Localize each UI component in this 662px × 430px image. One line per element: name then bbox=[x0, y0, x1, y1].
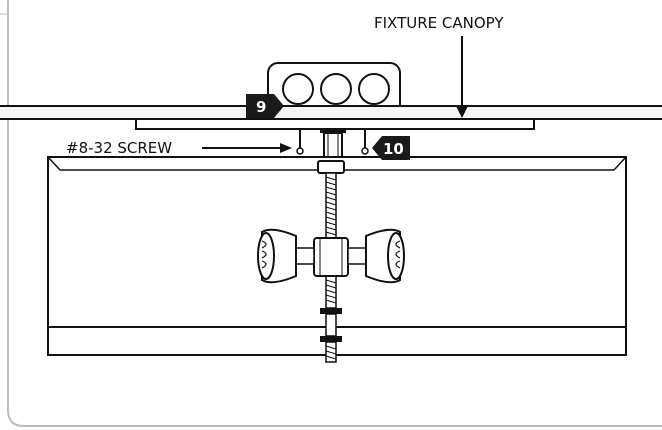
threaded-rod-icon bbox=[317, 160, 345, 363]
ceiling bbox=[0, 105, 662, 120]
label-fixture-canopy: FIXTURE CANOPY bbox=[374, 14, 504, 32]
fixture-canopy-body bbox=[47, 156, 627, 356]
label-screw: #8-32 SCREW bbox=[66, 139, 172, 157]
screw-leader-arrow bbox=[202, 143, 292, 153]
mounting-plate-icon bbox=[135, 118, 535, 130]
step-badge-9: 9 bbox=[246, 94, 284, 118]
canopy-leader-arrow bbox=[456, 36, 468, 118]
outlet-box-icon bbox=[267, 62, 401, 116]
frame-border bbox=[7, 0, 662, 427]
step-number-9: 9 bbox=[256, 98, 266, 116]
step-number-10: 10 bbox=[383, 140, 404, 158]
screw-icon bbox=[296, 129, 369, 155]
light-socket-icon bbox=[257, 228, 405, 284]
center-nut bbox=[320, 129, 346, 160]
step-badge-10: 10 bbox=[372, 136, 410, 160]
